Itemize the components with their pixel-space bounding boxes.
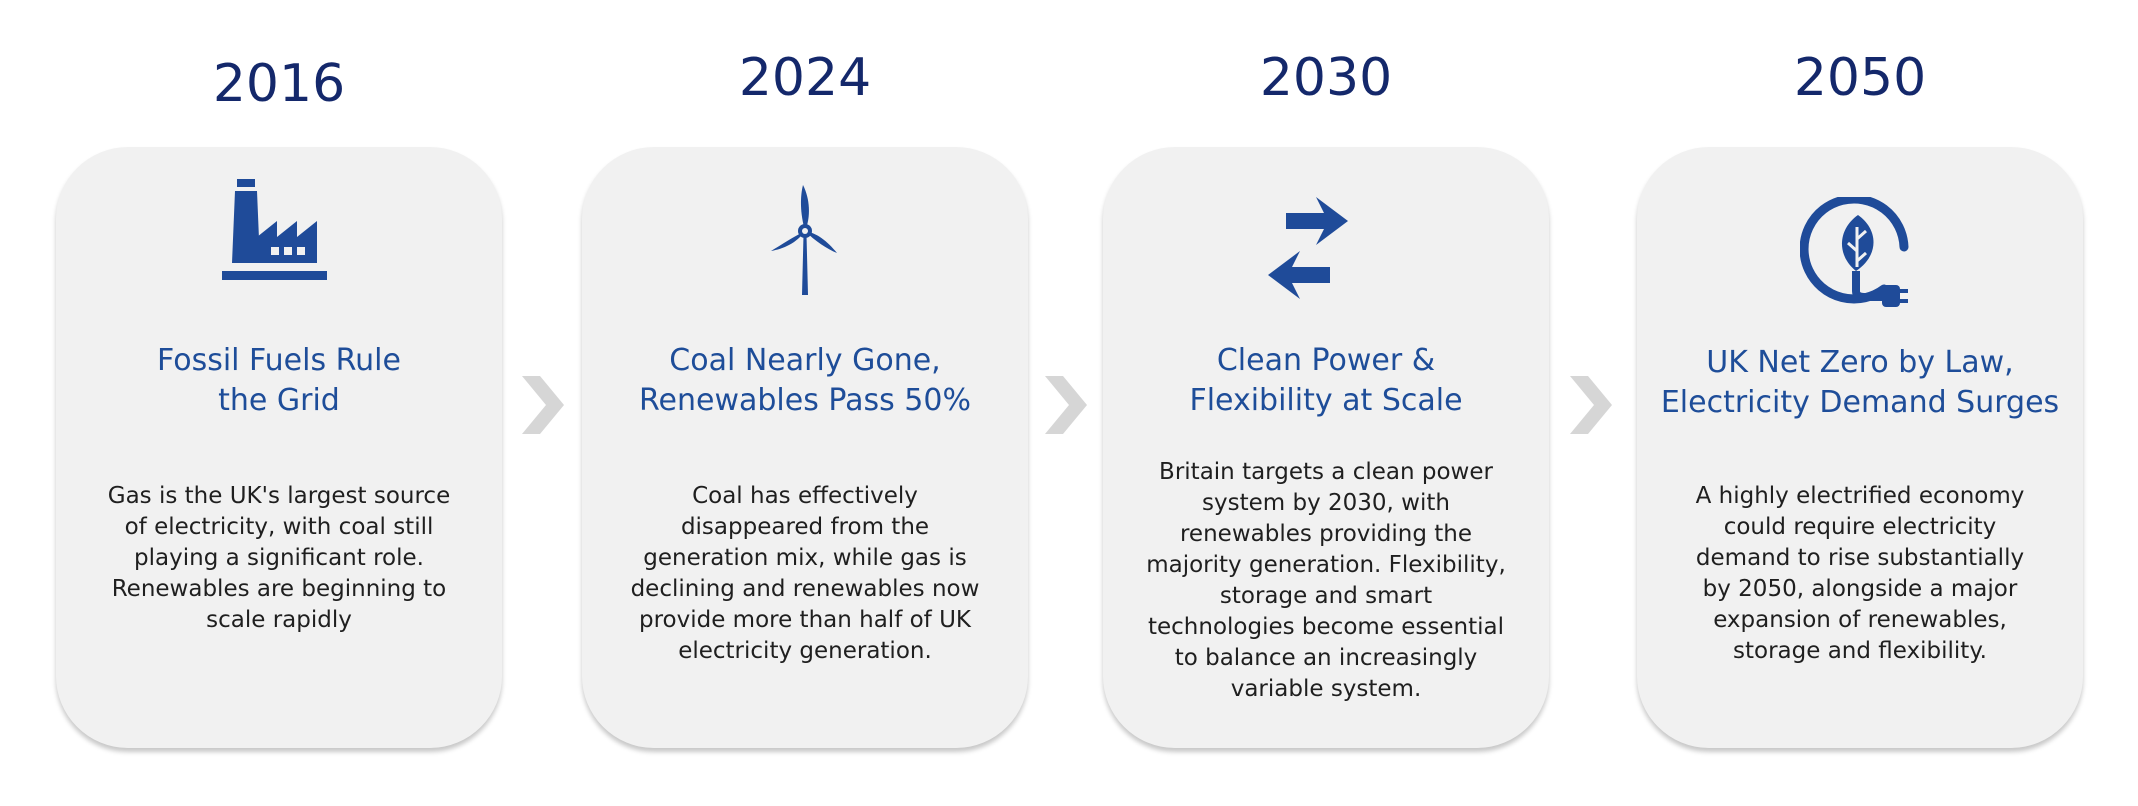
- card-description: A highly electrified economy could requi…: [1695, 483, 2025, 664]
- timeline-card-2024: Coal Nearly Gone, Renewables Pass 50% Co…: [582, 147, 1028, 748]
- chevron-right-icon: [520, 374, 566, 436]
- exchange-arrows-icon: [1266, 197, 1386, 317]
- year-2024: 2024: [738, 48, 872, 108]
- chevron-right-icon: [1043, 374, 1089, 436]
- year-2030: 2030: [1259, 48, 1393, 108]
- timeline-card-2016: Fossil Fuels Rule the Grid Gas is the UK…: [56, 147, 502, 748]
- card-description: Britain targets a clean power system by …: [1146, 459, 1506, 702]
- factory-icon: [219, 179, 339, 299]
- timeline-card-2050: UK Net Zero by Law, Electricity Demand S…: [1637, 147, 2083, 748]
- card-description: Gas is the UK's largest source of electr…: [107, 483, 451, 633]
- card-title: Clean Power & Flexibility at Scale: [1189, 343, 1463, 418]
- card-title: Fossil Fuels Rule the Grid: [157, 343, 401, 418]
- year-2016: 2016: [212, 54, 346, 114]
- timeline-card-2030: Clean Power & Flexibility at Scale Brita…: [1103, 147, 1549, 748]
- card-title: Coal Nearly Gone, Renewables Pass 50%: [639, 343, 971, 418]
- card-description: Coal has effectively disappeared from th…: [630, 483, 980, 664]
- wind-turbine-icon: [745, 183, 865, 303]
- year-2050: 2050: [1793, 48, 1927, 108]
- leaf-plug-icon: [1800, 197, 1920, 317]
- chevron-right-icon: [1568, 374, 1614, 436]
- card-title: UK Net Zero by Law, Electricity Demand S…: [1660, 345, 2060, 420]
